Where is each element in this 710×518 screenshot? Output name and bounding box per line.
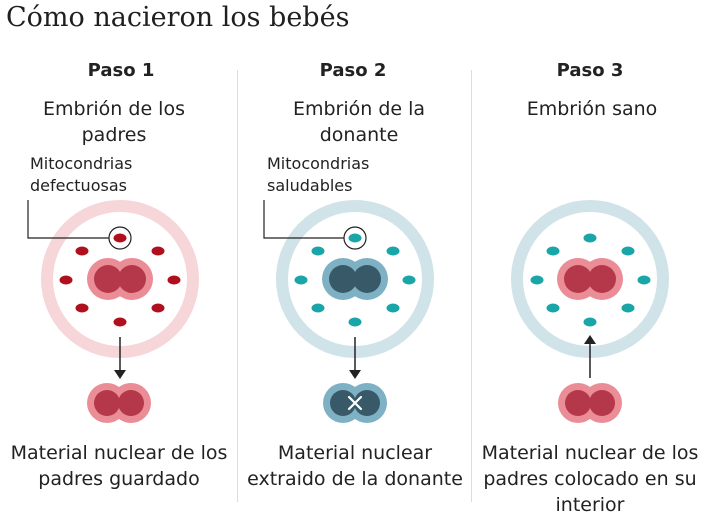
mito-dot bbox=[530, 275, 544, 285]
step-2-embryo-label: Embrión de la donante bbox=[292, 98, 426, 146]
step-1-embryo bbox=[27, 200, 199, 423]
mito-dot bbox=[75, 303, 89, 313]
mito-dot bbox=[583, 233, 597, 243]
mito-dot bbox=[546, 246, 560, 256]
mito-dot bbox=[311, 246, 325, 256]
nucleus-core bbox=[94, 265, 122, 293]
mito-dot bbox=[311, 303, 325, 313]
nucleus-core bbox=[564, 265, 592, 293]
highlighted-mito-dot bbox=[348, 233, 362, 243]
mito-dot bbox=[583, 317, 597, 327]
mito-dot bbox=[546, 303, 560, 313]
mito-dot bbox=[621, 303, 635, 313]
nucleus-core bbox=[589, 390, 615, 416]
step-3-embryo-label: Embrión sano bbox=[526, 98, 658, 120]
divider-left bbox=[237, 70, 238, 502]
step-1-mitochondria bbox=[59, 233, 181, 327]
step-3-label: Paso 3 bbox=[556, 60, 624, 81]
mito-dot bbox=[59, 275, 73, 285]
step-3-inserted-nucleus bbox=[558, 383, 622, 423]
step-2-extracted-nucleus bbox=[323, 383, 387, 423]
callout-line bbox=[27, 200, 109, 239]
step-1-nucleus bbox=[87, 258, 153, 300]
step-3-embryo bbox=[511, 200, 669, 423]
mito-dot bbox=[621, 246, 635, 256]
mito-dot bbox=[386, 246, 400, 256]
nucleus-core bbox=[588, 265, 616, 293]
step-2-nucleus bbox=[322, 258, 388, 300]
mito-dot bbox=[637, 275, 651, 285]
step-3-nucleus bbox=[557, 258, 623, 300]
nucleus-core bbox=[118, 390, 144, 416]
step-2-embryo bbox=[263, 200, 434, 423]
step-1-bottom-label: Material nuclear de los padres guardado bbox=[10, 442, 228, 490]
nucleus-core bbox=[118, 265, 146, 293]
mito-dot bbox=[294, 275, 308, 285]
nucleus-core bbox=[330, 390, 356, 416]
mito-dot bbox=[402, 275, 416, 285]
step-2-label: Paso 2 bbox=[319, 60, 387, 81]
page-title: Cómo nacieron los bebés bbox=[6, 2, 350, 33]
arrow-down-head bbox=[114, 370, 126, 379]
divider-right bbox=[471, 70, 472, 502]
step-1-extracted-nucleus bbox=[87, 383, 151, 423]
mito-dot bbox=[113, 317, 127, 327]
nucleus-core bbox=[353, 265, 381, 293]
mito-dot bbox=[348, 317, 362, 327]
step-3-mitochondria bbox=[530, 233, 651, 327]
step-1-embryo-label: Embrión de los padres bbox=[43, 98, 185, 146]
nucleus-core bbox=[354, 390, 380, 416]
step-1-label: Paso 1 bbox=[87, 60, 155, 81]
nucleus-core bbox=[329, 265, 357, 293]
step-1-mito-label: Mitocondrias defectuosas bbox=[30, 154, 133, 195]
arrow-down-head bbox=[349, 370, 361, 379]
step-2-mitochondria bbox=[294, 233, 416, 327]
arrow-up-head bbox=[584, 335, 596, 344]
mito-dot bbox=[167, 275, 181, 285]
nucleus-core bbox=[94, 390, 120, 416]
step-2-mito-label: Mitocondrias saludables bbox=[267, 154, 370, 195]
mito-dot bbox=[151, 246, 165, 256]
mito-dot bbox=[151, 303, 165, 313]
mito-dot bbox=[386, 303, 400, 313]
discard-x-icon bbox=[347, 395, 363, 411]
step-2-bottom-label: Material nuclear extraido de la donante bbox=[247, 442, 463, 490]
highlighted-mito-dot bbox=[113, 233, 127, 243]
callout-line bbox=[263, 200, 344, 239]
nucleus-core bbox=[565, 390, 591, 416]
step-3-bottom-label: Material nuclear de los padres colocado … bbox=[481, 442, 699, 516]
mito-dot bbox=[75, 246, 89, 256]
